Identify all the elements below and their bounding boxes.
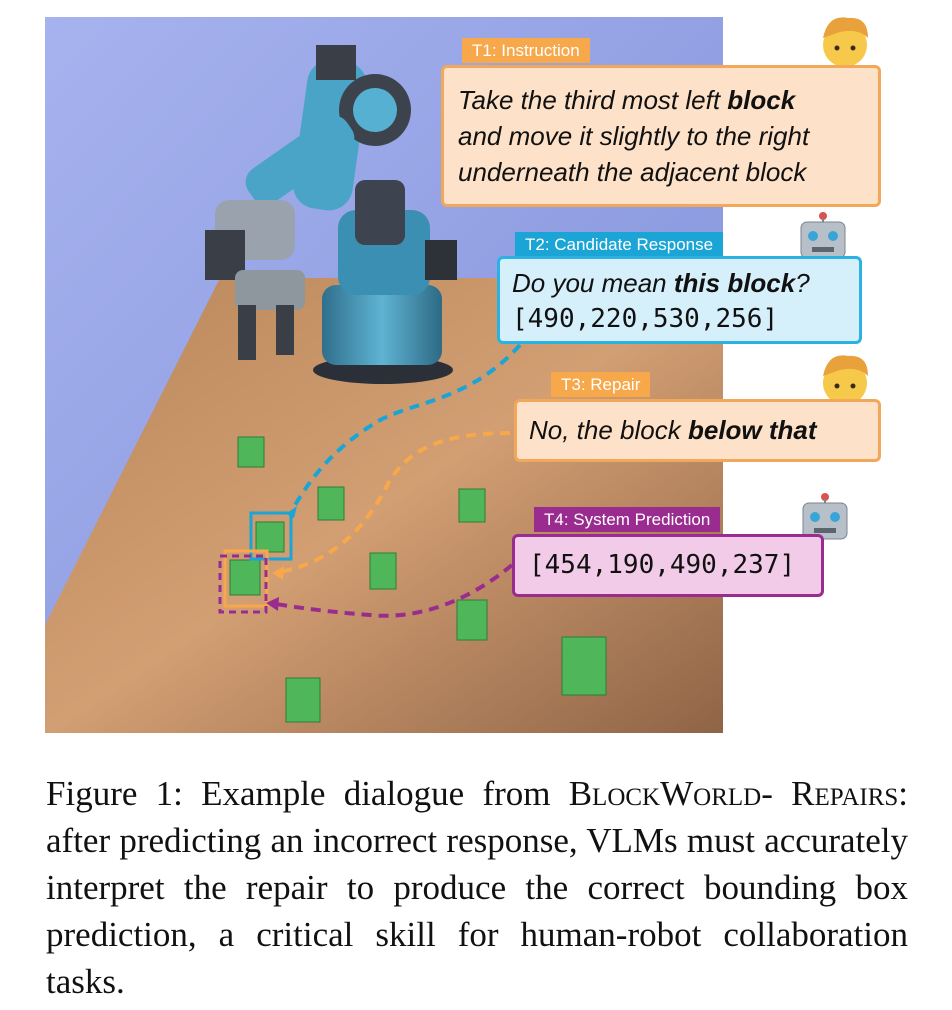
t4-bbox: [454,190,490,237] [529,550,796,580]
repair-arrow [279,431,511,574]
robot-emoji-icon [800,212,846,259]
dataset-name-part2: Repairs [791,774,899,813]
t2-bbox: [490,220,530,256] [512,304,779,334]
t4-tag: T4: System Prediction [534,507,721,532]
t2-candidate-bubble: Do you mean this block? [490,220,530,256… [497,256,862,344]
t1-line-2: and move it slightly to the right [458,121,810,151]
person-emoji-icon [823,355,868,405]
person-emoji-icon [823,17,868,67]
t1-line-3: underneath the adjacent block [458,157,807,187]
caption-text-a: Example dialogue from [182,774,569,813]
t2-tag: T2: Candidate Response [515,232,724,257]
prediction-arrow [275,563,514,618]
t3-tag: T3: Repair [551,372,651,397]
prediction-bbox [218,554,268,614]
t3-repair-bubble: No, the block below that [514,399,881,462]
t2-question: Do you mean this block? [512,268,810,298]
robot-arm [205,45,457,384]
candidate-arrow [290,343,522,512]
figure-1: T1: Instruction Take the third most left… [45,17,881,733]
repair-bbox [223,549,269,608]
t3-text: No, the block below that [529,415,817,445]
t1-line-1: Take the third most left block [458,85,796,115]
t1-instruction-bubble: Take the third most left block and move … [441,65,881,207]
green-blocks [229,436,607,723]
dataset-name-part1: BlockWorld- [568,774,773,813]
candidate-bbox [249,511,293,561]
robot-emoji-icon [802,493,848,540]
t4-prediction-bubble: [454,190,490,237] [512,534,824,597]
t1-tag: T1: Instruction [462,38,590,63]
caption-label: Figure 1: [46,774,183,813]
caption-text-b: : after predicting an incorrect response… [46,774,909,1001]
figure-caption: Figure 1: Example dialogue from BlockWor… [46,770,908,1005]
